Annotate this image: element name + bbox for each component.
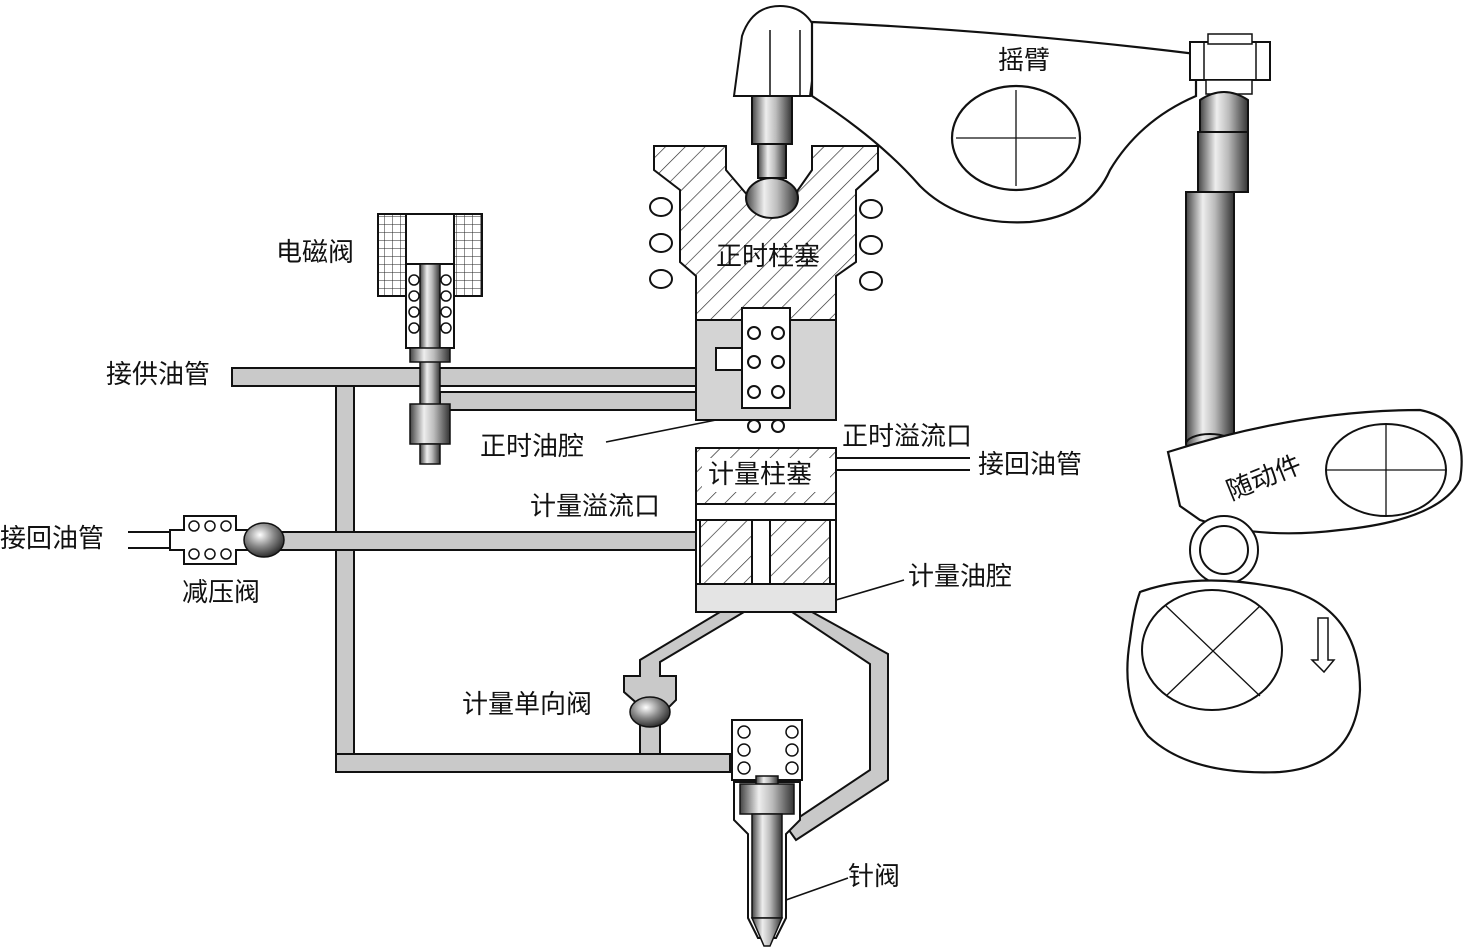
label-timing-spill-port: 正时溢流口 [842, 422, 973, 452]
label-solenoid-valve: 电磁阀 [276, 238, 355, 268]
solenoid-valve [377, 213, 483, 465]
camshaft-lobe [1126, 579, 1362, 774]
label-timing-chamber: 正时油腔 [480, 432, 585, 462]
solenoid-to-plunger-pipe [439, 391, 697, 411]
relief-line [275, 531, 697, 551]
follower-arm [1166, 408, 1463, 585]
rotation-arrow [1310, 617, 1336, 674]
label-supply-pipe: 接供油管 [106, 360, 211, 390]
leader-lines [605, 419, 905, 901]
label-metering-spill-port: 计量溢流口 [530, 492, 661, 522]
label-return-pipe-left: 接回油管 [0, 524, 105, 554]
label-metering-chamber: 计量油腔 [908, 562, 1013, 592]
right-loop [784, 611, 889, 842]
main-vertical-line [335, 385, 355, 755]
plunger-spring-coils [649, 197, 883, 291]
push-rod-right [1185, 91, 1249, 455]
label-timing-plunger: 正时柱塞 [716, 242, 821, 272]
label-metering-check-valve: 计量单向阀 [462, 690, 593, 720]
injector-body [649, 145, 970, 613]
supply-pipe [231, 367, 697, 387]
top-push-rod [732, 4, 820, 219]
label-return-pipe-right: 接回油管 [978, 450, 1083, 480]
nozzle [731, 719, 803, 947]
label-rocker-arm: 摇臂 [998, 46, 1051, 76]
label-pressure-relief-valve: 减压阀 [182, 578, 261, 608]
label-needle-valve: 针阀 [848, 862, 901, 892]
rocker-arm [810, 20, 1271, 224]
pressure-relief-valve [128, 515, 285, 565]
check-valve-route [623, 611, 748, 755]
label-metering-plunger: 计量柱塞 [708, 460, 813, 490]
bottom-line [335, 753, 731, 773]
check-valve-ball [629, 696, 671, 728]
